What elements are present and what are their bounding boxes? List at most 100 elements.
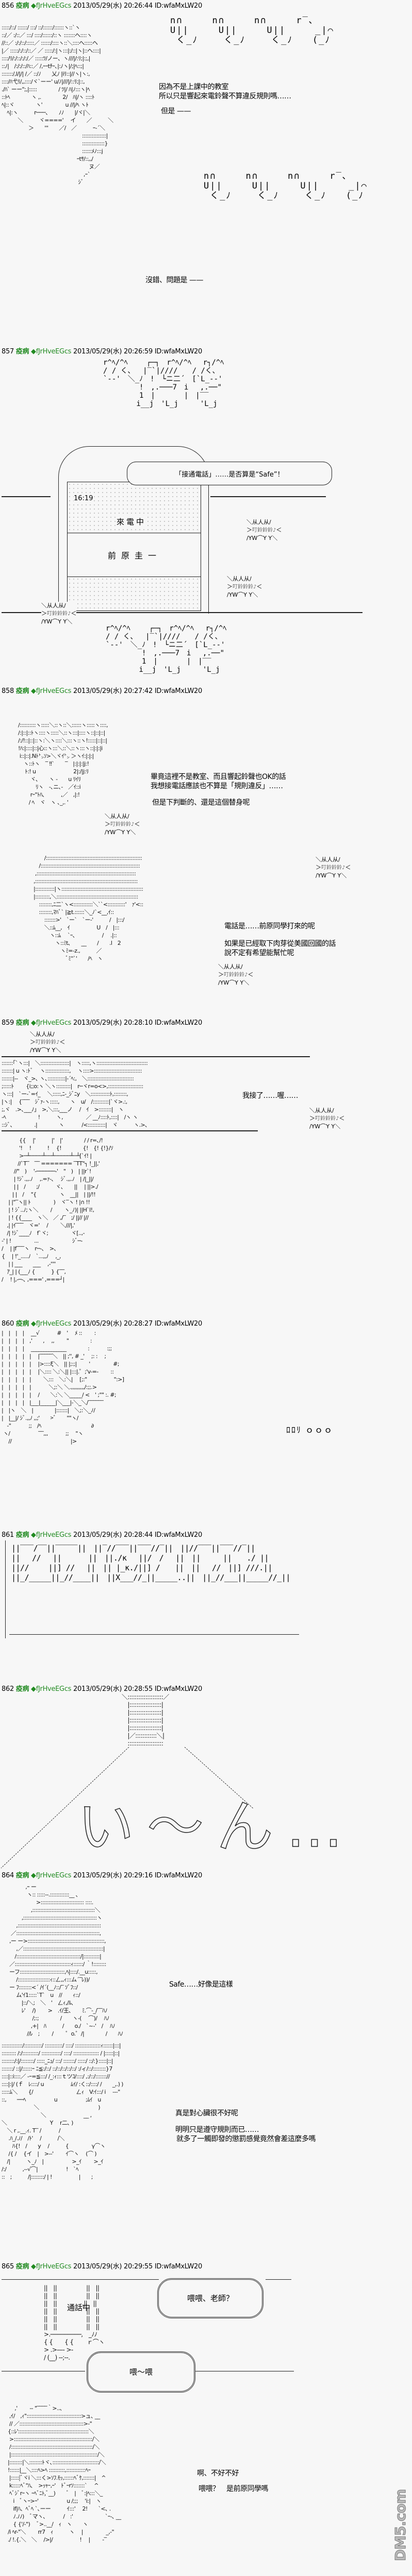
dialogue-line: Safe……好像是這樣 <box>169 1980 233 1989</box>
poster-name[interactable]: 疫病 <box>15 347 29 355</box>
sfx-top: ＼从人从/ <box>316 856 340 863</box>
dialogue-line: 因為不是上課中的教室 <box>159 83 229 92</box>
phone-screen: 16:19 來電中 前原圭一 <box>67 481 201 611</box>
sfx-text: 叮鈴鈴鈴♪ <box>36 1040 60 1046</box>
post-header: 857 疫病 ◆fJrHveEGcs 2013/05/29(水) 20:26:5… <box>2 348 202 356</box>
divider-line <box>2 1130 258 1132</box>
sfx-bottom: /YW⌒Y Y＼ <box>316 872 347 879</box>
sfx-bracket: ＞ <box>105 820 110 827</box>
ringing-sfx: ＼从人从/＞叮鈴鈴鈴♪＜/YW⌒Y Y＼ <box>41 602 77 626</box>
post-header: 856 疫病 ◆fJrHveEGcs 2013/05/29(水) 20:26:4… <box>2 2 202 10</box>
dialogue-line: 但是 —— <box>161 107 191 115</box>
sfx-top: ＼从人从/ <box>246 519 271 526</box>
caller-panel: 前原圭一 <box>68 532 201 577</box>
sfx-text: 叮鈴鈴鈴♪ <box>252 528 276 534</box>
post-number: 861 <box>2 1531 14 1539</box>
post-number: 860 <box>2 1320 14 1328</box>
poster-trip: ◆fJrHveEGcs <box>31 1320 72 1328</box>
big-sfx-iin: い ～ ん … <box>77 1793 343 1860</box>
post-number: 865 <box>2 2262 14 2270</box>
post-meta: 2013/05/29(水) 20:28:55 ID:wfaMxLW20 <box>73 1685 202 1693</box>
dialogue-line: 啊、不好不好 <box>197 2469 239 2478</box>
dialogue-line: 我想接電話應該也不算是「規則違反」…… <box>151 782 283 790</box>
frame-line <box>5 1540 6 1638</box>
divider-line <box>266 2279 291 2280</box>
poster-name[interactable]: 疫病 <box>15 1531 29 1539</box>
ringing-sfx: ＼从人从/＞叮鈴鈴鈴♪＜/YW⌒Y Y＼ <box>105 812 140 836</box>
ascii-art-phone-in-call: || || || || || || || || || || .|| || || … <box>44 2284 105 2361</box>
divider-line <box>210 496 326 497</box>
sfx-bottom: /YW⌒Y Y＼ <box>41 618 73 625</box>
sfx-top: ＼从人从/ <box>309 1107 334 1114</box>
dialogue-line: 畢竟這裡不是教室、而且響起鈴聲也OK的話 <box>151 772 286 781</box>
poster-name[interactable]: 疫病 <box>15 1685 29 1693</box>
post-header: 861 疫病 ◆fJrHveEGcs 2013/05/29(水) 20:28:4… <box>2 1531 202 1539</box>
sfx-bracket: ＜ <box>339 1115 345 1122</box>
phone-clock: 16:19 <box>74 494 93 502</box>
ringing-sfx: ＼从人从/＞叮鈴鈴鈴♪＜/YW⌒Y Y＼ <box>316 856 351 879</box>
sfx-bracket: ＞ <box>30 1039 36 1046</box>
sfx-bracket: ＞ <box>227 583 233 590</box>
sfx-text: 叮鈴鈴鈴♪ <box>315 1116 339 1122</box>
sfx-bracket: ＜ <box>256 583 262 590</box>
post-header: 859 疫病 ◆fJrHveEGcs 2013/05/29(水) 20:28:1… <box>2 1019 202 1027</box>
post-number: 858 <box>2 687 14 695</box>
post-header: 865 疫病 ◆fJrHveEGcs 2013/05/29(水) 20:29:5… <box>2 2263 202 2271</box>
beep-sfx: ﾛﾛﾘ ｏｏｏ <box>286 1425 334 1435</box>
sfx-bottom: /YW⌒Y Y＼ <box>246 535 278 542</box>
post-number: 856 <box>2 2 14 10</box>
post-meta: 2013/05/29(水) 20:28:27 ID:wfaMxLW20 <box>73 1320 202 1328</box>
post-meta: 2013/05/29(水) 20:28:10 ID:wfaMxLW20 <box>73 1019 202 1027</box>
bubble-text: 「接通電話」……是否算是“Safe”！ <box>175 470 284 479</box>
divider-line <box>2 496 51 497</box>
sfx-bottom: /YW⌒Y Y＼ <box>218 979 250 987</box>
sfx-bracket: ＞ <box>41 610 47 617</box>
sfx-bracket: ＜ <box>248 971 254 978</box>
poster-trip: ◆fJrHveEGcs <box>31 2 72 10</box>
poster-name[interactable]: 疫病 <box>15 2262 29 2270</box>
ringing-sfx: ＼从人从/＞叮鈴鈴鈴♪＜/YW⌒Y Y＼ <box>30 1030 65 1054</box>
poster-name[interactable]: 疫病 <box>15 1872 29 1879</box>
ringing-sfx: ＼从人从/＞叮鈴鈴鈴♪＜/YW⌒Y Y＼ <box>246 518 282 542</box>
poster-name[interactable]: 疫病 <box>15 1320 29 1328</box>
ascii-art-sfx-ringtone-large: r^ﾍ/^ﾍ ┌─┐ r^ﾍ/^ﾍ r┐/^ﾍ / / く､ |‾`|//// … <box>103 358 224 408</box>
ascii-art-sfx-ringtone: n∩ n∩ n∩ r‾､ U|| U|| U|| _|⌒ く_ﾉ く_ﾉ く_ﾉ… <box>170 15 334 45</box>
post-header: 864 疫病 ◆fJrHveEGcs 2013/05/29(水) 20:29:1… <box>2 1872 202 1880</box>
ascii-art-sfx-pipi: ||‾‾‾/‾‾||‾‾‾‾‾|| ||‾//‾‾‾||‾‾‾//‾|| ||/… <box>11 1543 290 1582</box>
ascii-art-character: :::::/::/ ::::::/ :::/ ::/::::::/::::::ヽ… <box>2 24 113 185</box>
poster-trip: ◆fJrHveEGcs <box>31 1685 72 1693</box>
dialogue-line: 但是下判斷的、還是這個替身呢 <box>152 798 250 807</box>
poster-trip: ◆fJrHveEGcs <box>31 1019 72 1027</box>
light-cone-lines <box>1 1747 254 1869</box>
poster-name[interactable]: 疫病 <box>15 687 29 695</box>
dialogue-line: 明明只是遵守規則而已…… <box>175 2126 259 2134</box>
sfx-bottom: /YW⌒Y Y＼ <box>309 1123 341 1130</box>
speech-bubble: 「接通電話」……是否算是“Safe”！ <box>127 462 332 485</box>
sfx-bracket: ＜ <box>59 1039 65 1046</box>
poster-name[interactable]: 疫病 <box>15 2 29 10</box>
sfx-top: ＼从人从/ <box>227 575 252 582</box>
site-watermark: DM5.com <box>392 2489 409 2561</box>
post-number: 862 <box>2 1685 14 1693</box>
cone-edge-left <box>1 1747 129 1869</box>
sfx-text: 叮鈴鈴鈴♪ <box>224 972 248 978</box>
incoming-call-status: 來電中 <box>117 516 146 527</box>
dialogue-line: 沒錯、問題是 —— <box>145 276 203 284</box>
ascii-art-light-cone: ＼::::::::::::::::::::／ |::::::::::::::::… <box>122 1693 169 1747</box>
sfx-bracket: ＜ <box>345 863 351 871</box>
phone-voice-bubble: 喂喂、老師？ <box>157 2278 263 2318</box>
sfx-bracket: ＞ <box>246 527 252 534</box>
poster-trip: ◆fJrHveEGcs <box>31 1872 72 1879</box>
sfx-bracket: ＞ <box>309 1115 315 1122</box>
dialogue-line: 真是對心臟很不好呢 <box>175 2109 238 2117</box>
sfx-bracket: ＞ <box>316 863 321 871</box>
sfx-top: ＼从人从/ <box>105 812 129 820</box>
phone-voice-bubble: 喂～喂 <box>87 2351 195 2393</box>
ascii-art-character: :::::::｢`ヽ:::| ＼::::::::::::::::::| ヽ:::… <box>2 1060 148 1283</box>
sfx-top: ＼从人从/ <box>41 602 66 609</box>
poster-name[interactable]: 疫病 <box>15 1019 29 1027</box>
sfx-top: ＼从人从/ <box>30 1031 55 1038</box>
dialogue-line: 我接了……喔…… <box>242 1092 299 1100</box>
divider-line <box>2 1056 310 1058</box>
ascii-art-character: /::::::::::ヽ:::::＼::ヽ::＼::::::ヽ:::::ヽ:::… <box>18 722 108 806</box>
